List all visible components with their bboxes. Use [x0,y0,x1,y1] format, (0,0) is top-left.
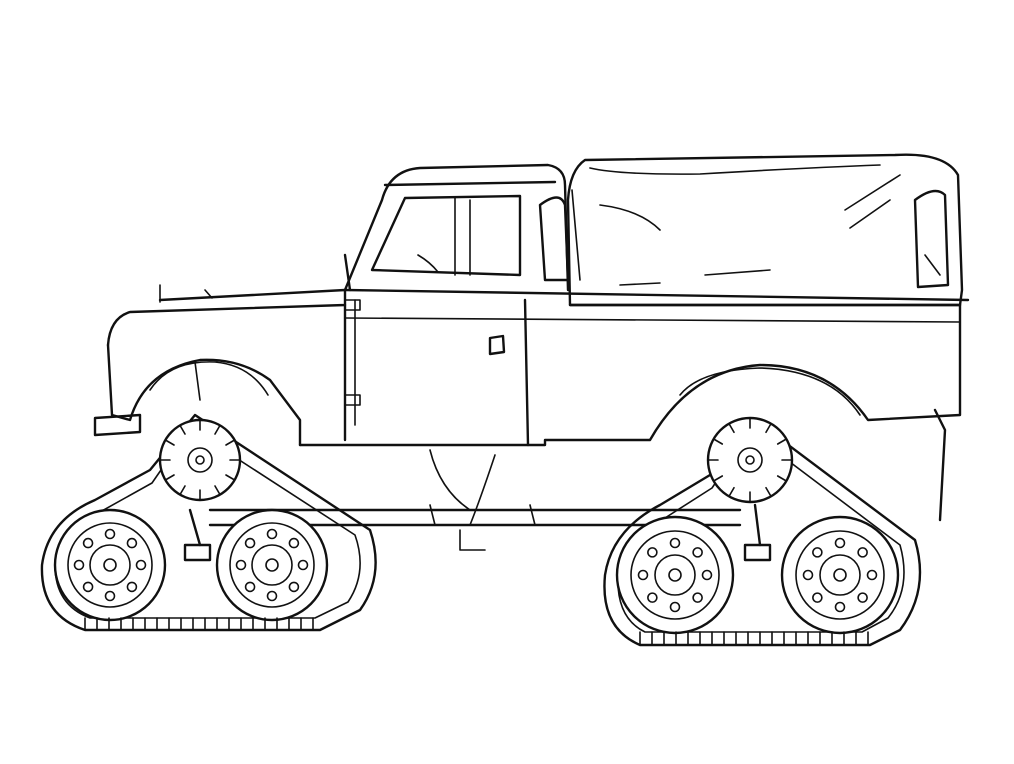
wheel-hole [135,559,147,571]
wheel-hole [692,547,703,558]
wheel-hole [73,559,85,571]
wheel-hole [812,547,823,558]
wheel-hole [126,537,138,549]
wheel-hole [244,581,256,593]
wheel-hole [266,590,278,602]
track-tread-decor [84,617,869,645]
sprocket-tooth [214,485,221,496]
sprocket-tooth [765,422,772,434]
wheel-hole [266,528,278,540]
wheel-hole [647,547,658,558]
sprocket-tooth [728,486,735,498]
sprocket-tooth [712,438,724,445]
sprocket-tooth [765,486,772,498]
wheel-hole [701,569,713,581]
wheel-hole [244,537,256,549]
sprocket-tooth [179,424,186,435]
sprocket-tooth [728,422,735,434]
wheel-hole [82,581,94,593]
front-track-unit [40,413,377,632]
canvas-canopy [566,153,964,307]
wheel-hole [812,592,823,603]
wheel-hole [126,581,138,593]
sprocket-tooth [179,485,186,496]
wheel-hole [834,601,846,613]
wheel-hole [82,537,94,549]
rear-track-unit [603,416,922,647]
wheel-hole [235,559,247,571]
wheel-hole [288,537,300,549]
sprocket-tooth [214,424,221,435]
wheel-hole-decor [73,417,878,613]
wheel-hole [857,547,868,558]
wheel-hole [866,569,878,581]
wheel-hole [637,569,649,581]
cab [343,163,970,302]
wheel-hole [669,601,681,613]
sprocket-tooth [712,475,724,482]
sprocket-tooth [776,475,788,482]
sprocket-tooth [776,438,788,445]
wheel-hole [692,592,703,603]
sprocket-tooth [225,474,236,481]
sprocket-tooth [164,439,175,446]
wheel-hole [834,537,846,549]
sprocket-tooth [225,439,236,446]
wheel-hole [104,590,116,602]
wheel-hole [297,559,309,571]
sprocket-tooth [164,474,175,481]
wheel-hole [104,528,116,540]
wheel-hole [647,592,658,603]
wheel-hole [802,569,814,581]
wheel-hole [288,581,300,593]
wheel-hole [857,592,868,603]
wheel-hole [669,537,681,549]
body [93,284,962,522]
